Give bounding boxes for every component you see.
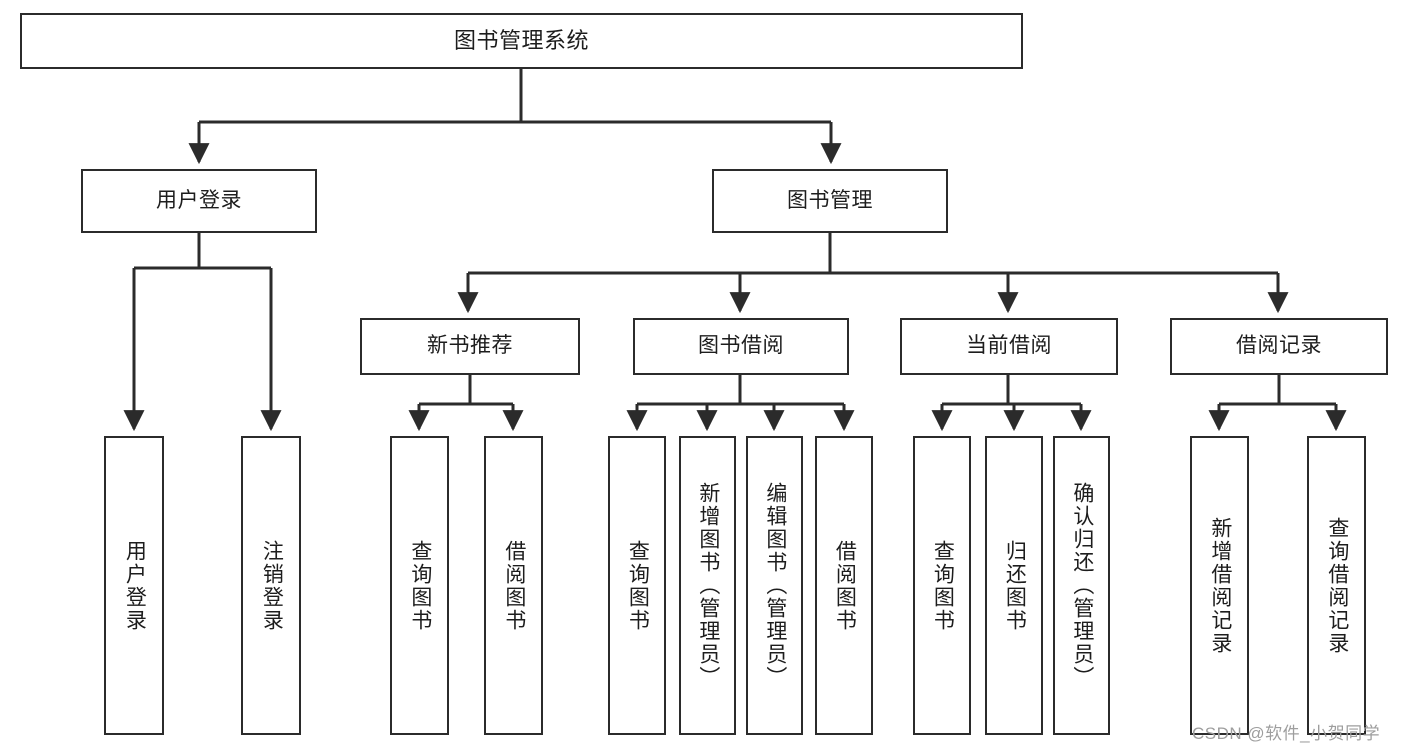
node-root-system[interactable]: 图书管理系统 [20,13,1023,69]
node-label: 确认归还（管理员） [1070,482,1094,689]
node-label: 查询借阅记录 [1325,516,1349,655]
node-label: 图书管理系统 [453,28,589,54]
node-leaf-user-login[interactable]: 用户登录 [104,436,164,735]
node-label: 注销登录 [260,539,284,632]
node-leaf-query-book-1[interactable]: 查询图书 [390,436,449,735]
node-leaf-add-record[interactable]: 新增借阅记录 [1190,436,1249,735]
node-leaf-confirm-return[interactable]: 确认归还（管理员） [1053,436,1110,735]
node-label: 借阅记录 [1236,334,1322,358]
node-label: 查询图书 [626,539,650,632]
node-leaf-borrow-book-2[interactable]: 借阅图书 [815,436,873,735]
node-leaf-edit-book[interactable]: 编辑图书（管理员） [746,436,803,735]
node-label: 借阅图书 [833,539,857,632]
node-label: 查询图书 [408,539,432,632]
node-label: 归还图书 [1003,539,1027,632]
node-leaf-add-book[interactable]: 新增图书（管理员） [679,436,736,735]
node-label: 借阅图书 [502,539,526,632]
node-label: 用户登录 [123,539,147,632]
node-book-manage[interactable]: 图书管理 [712,169,948,233]
node-leaf-query-book-3[interactable]: 查询图书 [913,436,971,735]
node-leaf-user-logout[interactable]: 注销登录 [241,436,301,735]
node-leaf-return-book[interactable]: 归还图书 [985,436,1043,735]
node-label: 图书借阅 [698,334,784,358]
node-label: 查询图书 [931,539,955,632]
node-leaf-borrow-book-1[interactable]: 借阅图书 [484,436,543,735]
node-label: 编辑图书（管理员） [763,482,787,689]
node-label: 用户登录 [156,188,242,212]
node-label: 当前借阅 [966,334,1052,358]
node-label: 图书管理 [787,188,873,212]
node-book-borrow[interactable]: 图书借阅 [633,318,849,375]
node-borrow-record[interactable]: 借阅记录 [1170,318,1388,375]
node-leaf-query-book-2[interactable]: 查询图书 [608,436,666,735]
node-leaf-query-record[interactable]: 查询借阅记录 [1307,436,1366,735]
node-label: 新增图书（管理员） [696,482,720,689]
watermark-text: CSDN @软件_小贺同学 [1192,724,1381,743]
node-user-login[interactable]: 用户登录 [81,169,317,233]
node-label: 新书推荐 [427,334,513,358]
node-new-book-rec[interactable]: 新书推荐 [360,318,580,375]
node-label: 新增借阅记录 [1208,516,1232,655]
node-current-borrow[interactable]: 当前借阅 [900,318,1118,375]
